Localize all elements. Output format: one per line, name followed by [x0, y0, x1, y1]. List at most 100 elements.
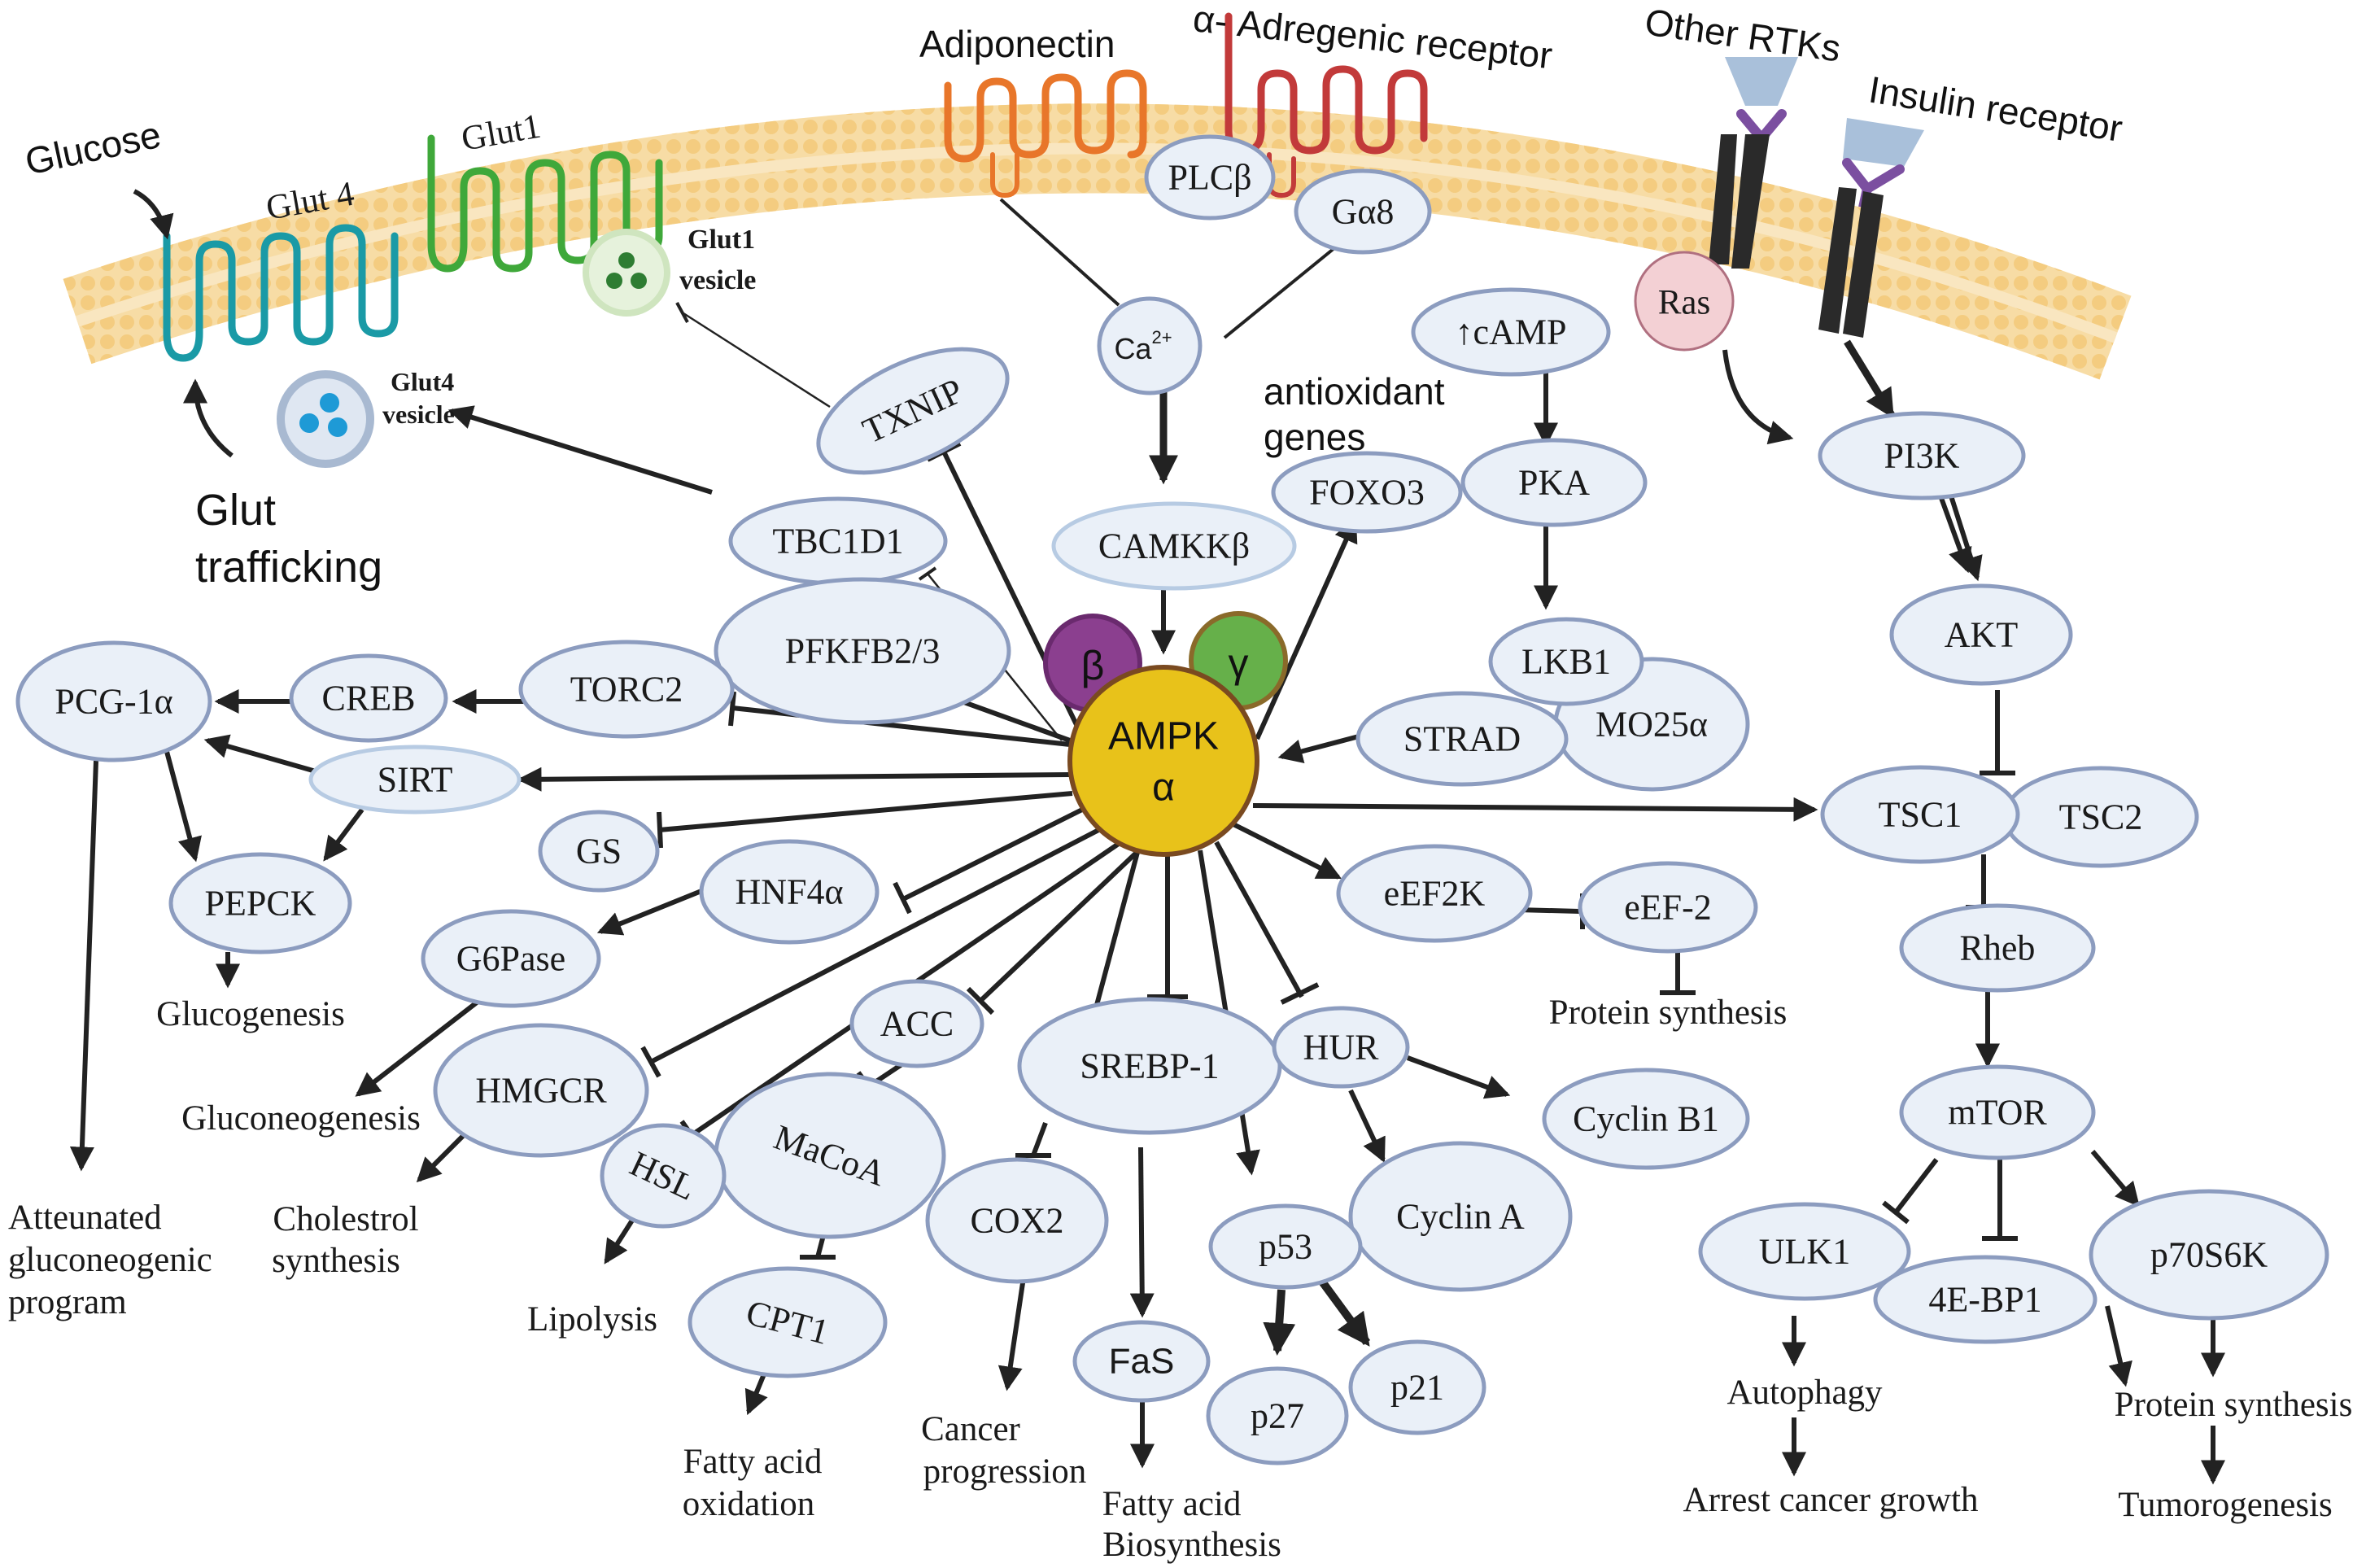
pfkfb-node: PFKFB2/3 [714, 577, 1011, 725]
ulk1-node: ULK1 [1698, 1202, 1911, 1301]
hnf4a-node: HNF4α [699, 839, 880, 945]
ampk-complex: β γ AMPK α [1043, 611, 1288, 857]
glut1-vesicle-icon [583, 229, 670, 317]
mtor-label: mTOR [1948, 1093, 2047, 1133]
autophagy-label: Autophagy [1726, 1374, 1883, 1412]
lipolysis-label: Lipolysis [527, 1300, 657, 1339]
p27-node: p27 [1206, 1366, 1349, 1465]
glut-trafficking-label-2: trafficking [195, 543, 382, 592]
pi3k-node: PI3K [1818, 411, 2026, 500]
tumorogenesis-label: Tumorogenesis [2118, 1486, 2333, 1524]
other-rtks-receptor-icon [1709, 57, 1798, 269]
hmgcr-label: HMGCR [475, 1071, 607, 1111]
ampk-alpha-subunit [1067, 665, 1259, 857]
fao-label-1: Fatty acid [683, 1443, 823, 1481]
beta-label: β [1081, 643, 1105, 688]
foxo3-label: FOXO3 [1309, 473, 1425, 513]
ras-node: Ras [1634, 251, 1735, 352]
pfkfb-label: PFKFB2/3 [785, 631, 941, 671]
atteunated-label-3: program [8, 1283, 127, 1321]
fao-label-2: oxidation [683, 1485, 814, 1523]
cyclinb1-label: Cyclin B1 [1573, 1099, 1719, 1139]
adiponectin-receptor-icon [944, 69, 1147, 199]
pcg1a-node: PCG-1α [15, 640, 212, 762]
p53-node: p53 [1208, 1203, 1363, 1290]
pka-label: PKA [1518, 463, 1590, 503]
torc2-label: TORC2 [570, 670, 683, 710]
adrenergic-label: α- Adregenic receptor [1191, 0, 1554, 76]
sirt-node: SIRT [308, 745, 522, 815]
g6pase-label: G6Pase [456, 939, 565, 979]
ulk1-label: ULK1 [1759, 1232, 1850, 1272]
torc2-node: TORC2 [518, 640, 735, 739]
p70s6k-node: p70S6K [2089, 1189, 2329, 1321]
eef2k-label: eEF2K [1384, 874, 1486, 914]
ca-main: Ca [1114, 332, 1152, 365]
foxo3-node: FOXO3 [1271, 451, 1463, 534]
atteunated-label-1: Atteunated [8, 1199, 162, 1237]
hur-label: HUR [1303, 1028, 1380, 1068]
hur-node: HUR [1272, 1006, 1410, 1089]
tsc2-node: TSC2 [2002, 766, 2199, 868]
glut1-transporter-icon [427, 134, 663, 273]
fab-label-1: Fatty acid [1102, 1485, 1242, 1523]
acc-node: ACC [849, 979, 984, 1068]
cyclinb1-node: Cyclin B1 [1542, 1068, 1750, 1170]
ca-label: Ca2+ [1114, 327, 1172, 365]
camkkb-label: CAMKKβ [1098, 526, 1250, 566]
srebp1-node: SREBP-1 [1017, 997, 1282, 1135]
p70s6k-label: p70S6K [2150, 1235, 2268, 1275]
rheb-node: Rheb [1899, 903, 2096, 993]
p21-label: p21 [1390, 1368, 1444, 1408]
akt-node: AKT [1889, 583, 2073, 686]
ras-label: Ras [1658, 284, 1711, 322]
mtor-node: mTOR [1899, 1064, 2096, 1160]
hsl-node: HSL [600, 1123, 727, 1229]
camp-label: ↑cAMP [1456, 312, 1567, 352]
antioxidant-label-2: genes [1264, 416, 1365, 458]
tsc1-label: TSC1 [1879, 795, 1962, 835]
eef2k-node: eEF2K [1336, 844, 1533, 943]
txnip-node: TXNIP [816, 347, 1010, 475]
macoa-node: MaCoA [714, 1072, 946, 1239]
cox2-label: COX2 [971, 1201, 1064, 1241]
fab-label-2: Biosynthesis [1102, 1526, 1281, 1564]
srebp1-label: SREBP-1 [1080, 1046, 1219, 1086]
glucogenesis-label: Glucogenesis [156, 995, 345, 1033]
eef2-node: eEF-2 [1578, 861, 1758, 954]
acc-label: ACC [880, 1004, 954, 1044]
protein-synthesis-mtor-label: Protein synthesis [2115, 1386, 2353, 1424]
cell-membrane [63, 103, 2132, 380]
glut1-vesicle-label-2: vesicle [679, 265, 756, 295]
fas-label: FaS [1109, 1342, 1175, 1382]
glut4-vesicle-label-1: Glut4 [391, 367, 454, 396]
strad-node: STRAD [1355, 691, 1569, 787]
eef2-label: eEF-2 [1624, 888, 1712, 928]
plcb-label: PLCβ [1168, 158, 1251, 198]
p27-label: p27 [1251, 1396, 1304, 1436]
rheb-label: Rheb [1960, 928, 2036, 968]
ampk-label: AMPK [1108, 715, 1219, 758]
outcome-labels: Glucogenesis Gluconeogenesis Protein syn… [8, 994, 2352, 1564]
pcg1a-label: PCG-1α [55, 682, 172, 722]
ca-sup: 2+ [1151, 327, 1172, 347]
edges [69, 189, 2225, 1485]
camkkb-node: CAMKKβ [1051, 501, 1297, 591]
pepck-label: PEPCK [205, 884, 316, 924]
fas-node: FaS [1072, 1320, 1211, 1403]
glut1-vesicle-label-1: Glut1 [688, 225, 755, 255]
p53-label: p53 [1259, 1227, 1312, 1267]
gamma-label: γ [1229, 640, 1249, 686]
hmgcr-node: HMGCR [433, 1023, 649, 1158]
ampk-alpha-label: α [1152, 767, 1175, 810]
fbp1-label: 4E-BP1 [1928, 1280, 2041, 1320]
akt-label: AKT [1945, 615, 2019, 655]
pepck-node: PEPCK [168, 852, 352, 954]
lkb1-label: LKB1 [1521, 642, 1611, 682]
plcb-node: PLCβ [1144, 134, 1276, 221]
protein-synthesis-eef-label: Protein synthesis [1549, 994, 1788, 1032]
insulin-receptor-icon [1818, 118, 1924, 338]
mo25-label: MO25α [1596, 705, 1708, 745]
cancer-label-1: Cancer [921, 1410, 1020, 1448]
